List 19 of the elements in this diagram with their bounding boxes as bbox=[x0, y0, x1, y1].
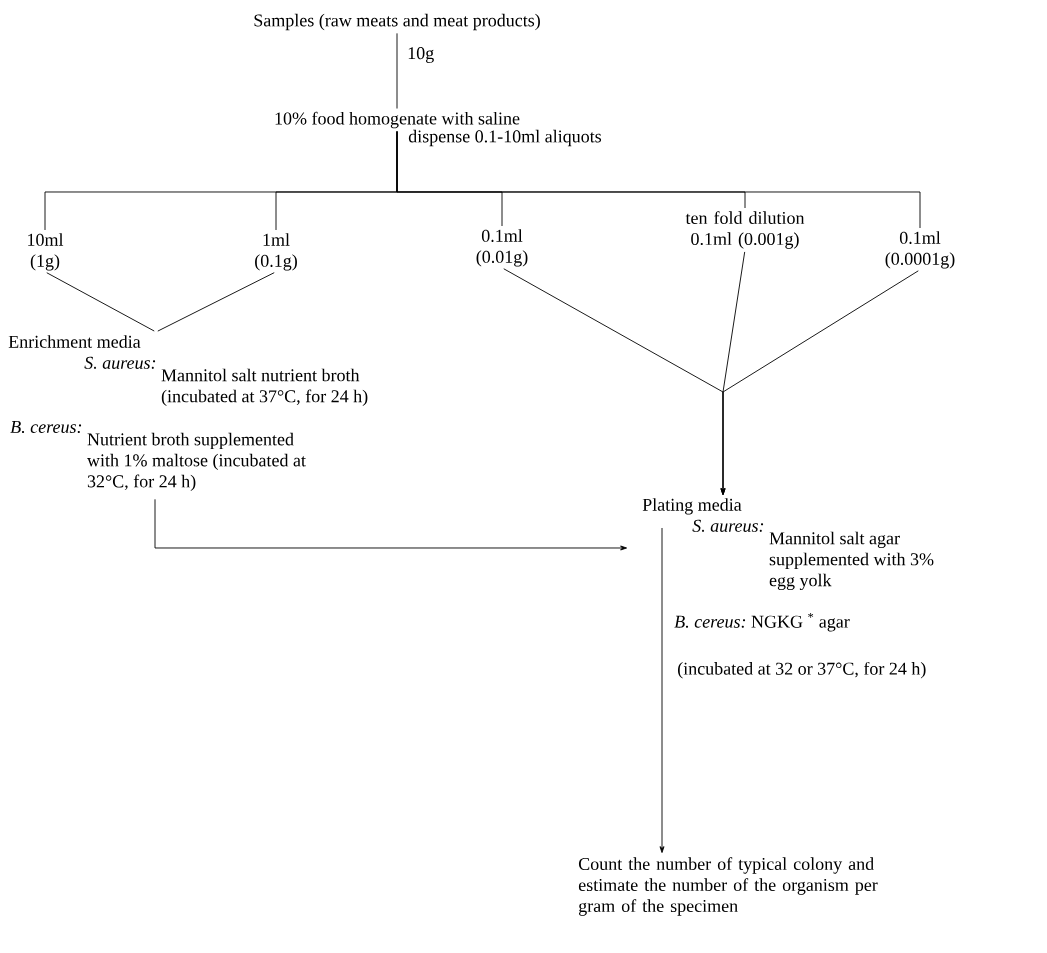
arrow bbox=[720, 270, 919, 495]
step-text: 10ml (1g) bbox=[28, 233, 64, 271]
step-text: Samples (raw meats and meat products) bbox=[254, 13, 540, 31]
edge-label: 10g bbox=[406, 46, 436, 64]
step-text: 10% food homogenate with saline bbox=[275, 111, 520, 129]
edge-label: dispense 0.1-10ml aliquots bbox=[407, 128, 603, 148]
arrow bbox=[154, 498, 628, 551]
step-text: 1ml (0.1g) bbox=[255, 233, 297, 271]
step-text: Count the number of typical colony and estimate the number of the organism per gram of the specimen bbox=[578, 857, 878, 916]
step-text: ten fold dilution 0.1ml (0.001g) bbox=[685, 211, 805, 249]
step-text: 0.1ml (0.01g) bbox=[476, 229, 528, 267]
connector-line bbox=[396, 131, 921, 229]
connector-line bbox=[396, 32, 398, 109]
media-description: Enrichment media S. aureus: Mannitol salt nutrient broth (incubated at 37°C, for 24 h) B. cereus: Nutrient broth supplemented with 1% maltose (incubated at 32°C, for 24 h) bbox=[8, 335, 368, 492]
connector-line bbox=[157, 272, 275, 332]
arrow bbox=[659, 527, 665, 854]
step-text: 0.1ml (0.0001g) bbox=[885, 231, 955, 269]
media-description: Plating media S. aureus: Mannitol salt agar supplemented with 3% egg yolk B. cereus: NGKG $^{*}$ agar (incubated at 32 or 37°C, for 24 h) bbox=[642, 498, 934, 679]
connector-line bbox=[46, 272, 155, 332]
